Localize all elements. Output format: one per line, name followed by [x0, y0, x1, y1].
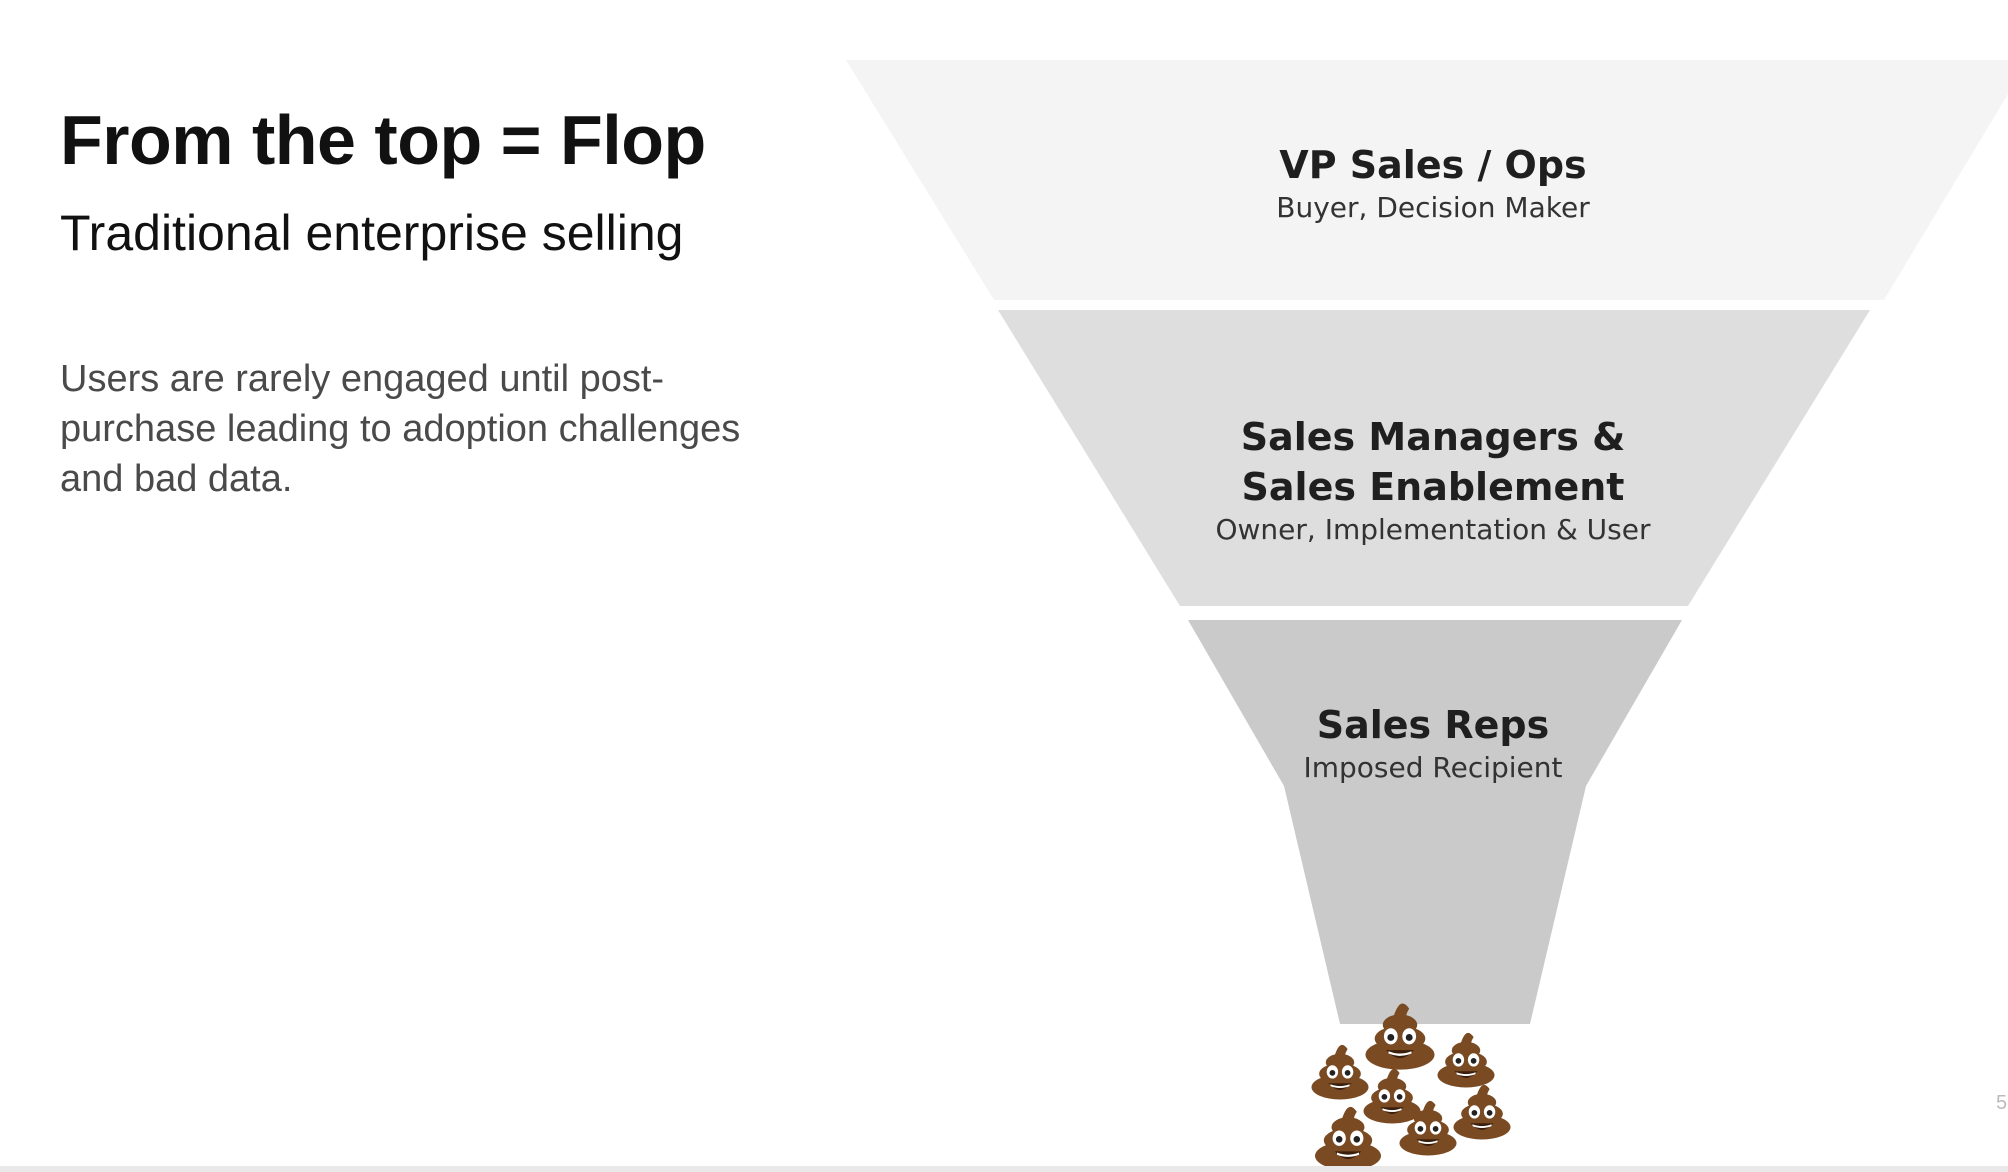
pile-of-poo-icon [1399, 1100, 1457, 1156]
tier-role: Imposed Recipient [1303, 751, 1563, 784]
pile-of-poo-icon [1315, 1106, 1381, 1171]
pile-of-poo-icon [1437, 1032, 1495, 1088]
funnel-tier-sales-reps-label: Sales Reps Imposed Recipient [1083, 700, 1783, 786]
page-number: 5 [1996, 1092, 2008, 1114]
pile-of-poo-icon [1365, 1003, 1435, 1070]
slide-title: From the top = Flop [60, 101, 706, 179]
pile-of-poo-icon [1453, 1084, 1511, 1140]
tier-role: Owner, Implementation & User [1215, 513, 1651, 546]
funnel-tier-sales-managers-label: Sales Managers & Sales Enablement Owner,… [1083, 412, 1783, 548]
funnel-tier-vp-sales-label: VP Sales / Ops Buyer, Decision Maker [1083, 140, 1783, 226]
tier-role: Buyer, Decision Maker [1276, 191, 1590, 224]
pile-of-poo-icon [1311, 1044, 1369, 1100]
tier-name: Sales Reps [1316, 703, 1550, 747]
funnel-tier-sales-reps [1188, 620, 1682, 1024]
funnel-tier-sales-managers [998, 310, 1870, 606]
funnel-tier-vp-sales [846, 60, 2008, 300]
slide-body-text: Users are rarely engaged until post-purc… [60, 358, 741, 500]
tier-name: VP Sales / Ops [1279, 143, 1587, 187]
bottom-edge [0, 1166, 2008, 1172]
pile-of-poo-icon [1363, 1068, 1421, 1124]
slide-subtitle: Traditional enterprise selling [60, 205, 684, 261]
output-pile [1311, 1003, 1511, 1171]
tier-name: Sales Managers & Sales Enablement [1240, 415, 1626, 509]
